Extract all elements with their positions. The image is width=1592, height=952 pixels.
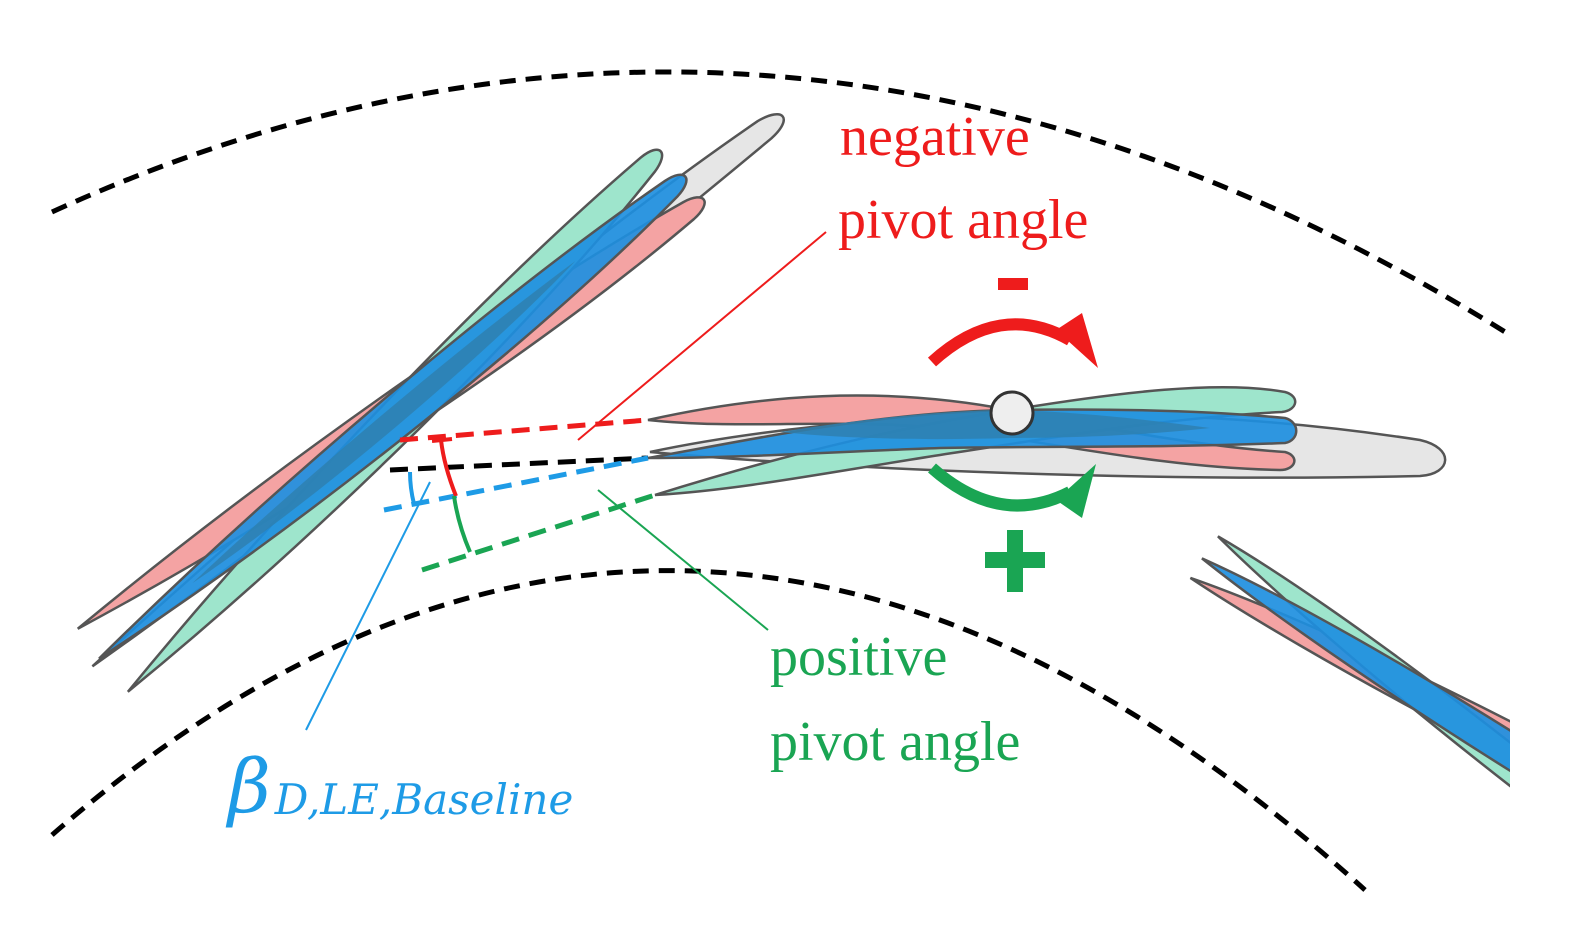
positive-le-line [421,492,656,573]
right-blade-red [1189,576,1510,871]
negative-le-line [399,417,649,443]
plus-sign-icon [985,530,1045,592]
pivot-point [989,390,1035,436]
left-blade-overlap [192,261,576,584]
reference-le-line [389,455,649,473]
negative-angle-tick [431,437,453,443]
negative-arrowhead-icon [1056,313,1098,368]
inner-hub-arc [50,568,1367,892]
minus-sign-icon [998,278,1028,290]
negative-angle-arc [439,439,458,497]
center-blade-stack [647,385,1447,497]
baseline-le-line [383,455,649,513]
positive-leader-line [597,489,769,631]
negative-label-line1: negative [840,106,1030,168]
positive-label-line2: pivot angle [770,711,1020,773]
left-blade-stack [76,113,785,693]
positive-rotation-arrow [928,463,1073,512]
right-blade-blue [1201,557,1510,899]
baseline-leader-line [305,481,431,731]
negative-label-line2: pivot angle [838,189,1088,251]
right-blade-stack [1189,535,1510,931]
positive-label-line1: positive [770,626,947,688]
negative-rotation-arrow [927,318,1073,367]
outer-casing-arc [50,69,1512,338]
baseline-angle-arc [408,471,416,505]
right-blade-green [1217,535,1510,931]
beta-symbol: β [225,744,271,830]
negative-leader-line [577,231,827,441]
positive-angle-arc [452,495,472,553]
beta-label: β D,LE,Baseline [225,744,573,830]
positive-arrowhead-icon [1056,464,1096,518]
beta-subscript: D,LE,Baseline [274,775,574,824]
